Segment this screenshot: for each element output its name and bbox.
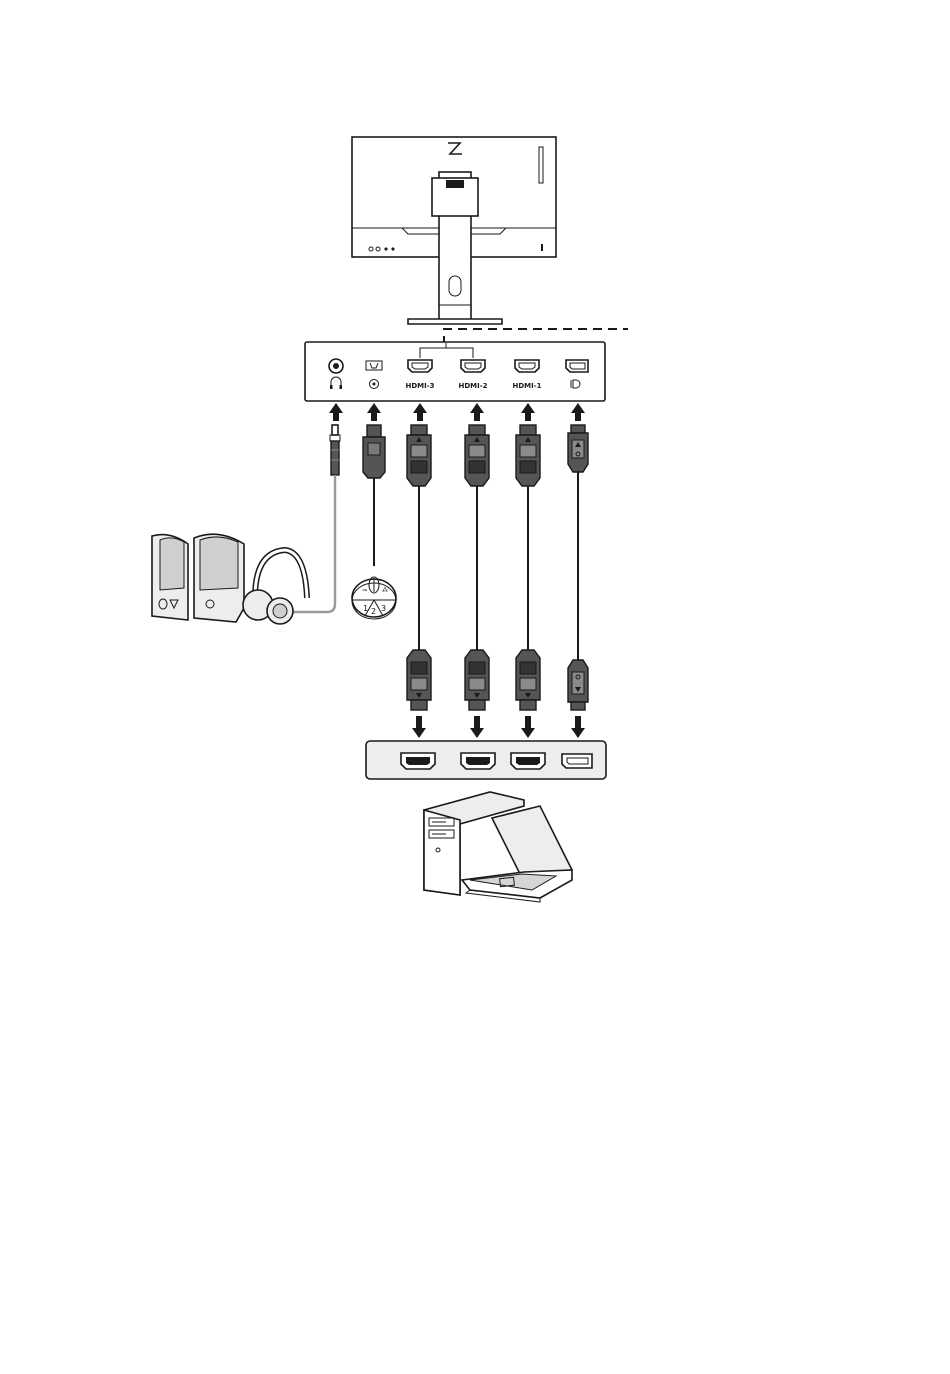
monitor-rear-view — [352, 137, 556, 324]
audio-cable — [287, 425, 340, 612]
arrow-up-icon — [329, 403, 343, 421]
arrow-down-icon — [521, 716, 535, 738]
hdmi-cable-3 — [407, 425, 431, 710]
upward-arrows — [329, 403, 585, 421]
video-cables — [407, 425, 588, 710]
arrow-up-icon — [470, 403, 484, 421]
displayport-cable — [568, 425, 588, 710]
hdmi-1-label: HDMI-1 — [512, 382, 541, 390]
pc-hdmi-port — [511, 753, 545, 769]
monitor-port-panel: HDMI-3 HDMI-2 HDMI-1 — [305, 342, 605, 401]
speakers-icon — [152, 534, 244, 622]
arrow-down-icon — [412, 716, 426, 738]
controller-key-1: 1 — [363, 604, 368, 613]
arrow-up-icon — [367, 403, 381, 421]
controller-input-icon: ⇒ — [362, 587, 367, 594]
s-switch-controller: ⇒ ⁂ 1 2 3 — [352, 577, 396, 619]
arrow-down-icon — [571, 716, 585, 738]
controller-key-3: 3 — [381, 604, 386, 613]
usb-controller-cable — [363, 425, 385, 566]
arrow-up-icon — [413, 403, 427, 421]
arrow-down-icon — [470, 716, 484, 738]
hdmi-3-label: HDMI-3 — [405, 382, 434, 390]
pc-displayport-port — [562, 754, 592, 768]
pc-hdmi-port — [461, 753, 495, 769]
arrow-up-icon — [571, 403, 585, 421]
pc-hdmi-port — [401, 753, 435, 769]
downward-arrows — [412, 716, 585, 738]
controller-key-2: 2 — [371, 607, 376, 616]
hdmi-cable-2 — [465, 425, 489, 710]
arrow-up-icon — [521, 403, 535, 421]
hdmi-cable-1 — [516, 425, 540, 710]
controller-menu-icon: ⁂ — [382, 587, 388, 594]
computer-and-laptop-icon — [424, 792, 572, 902]
hdmi-2-label: HDMI-2 — [458, 382, 487, 390]
pc-port-panel — [366, 741, 606, 779]
